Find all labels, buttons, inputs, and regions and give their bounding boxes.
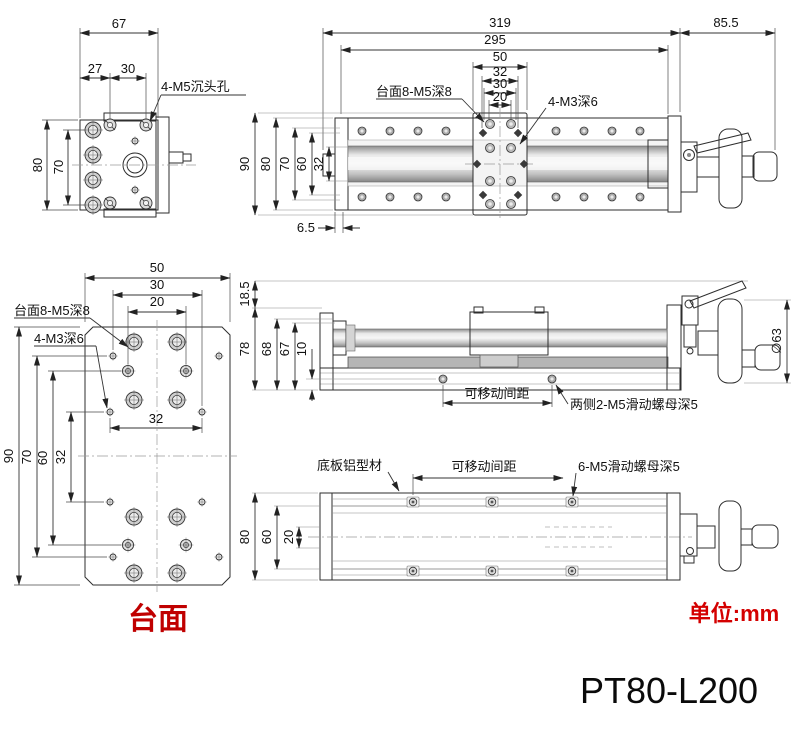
label-bottom-nuts: 6-M5滑动螺母深5	[578, 459, 680, 474]
dim-plate-20: 20	[150, 294, 164, 309]
dim-front-80: 80	[30, 158, 45, 172]
label-bottom-travel: 可移动间距	[451, 459, 516, 474]
small-hole	[129, 184, 141, 196]
dim-side-67: 67	[277, 342, 292, 356]
side-hole	[82, 194, 104, 216]
label-side-nuts: 两侧2-M5滑动螺母深5	[570, 397, 698, 412]
dim-plate-60: 60	[35, 451, 50, 465]
dim-top-32: 32	[493, 64, 507, 79]
label-m3-holes: 4-M3深6	[548, 94, 598, 109]
knob-bottom	[751, 524, 779, 549]
dim-front-width: 67	[112, 16, 126, 31]
dim-top-80: 80	[258, 157, 273, 171]
table-plate-view: 50 30 20 32 90 70 60 32 台面8-M5深8 4-M3深6	[1, 260, 237, 636]
small-hole	[129, 135, 141, 147]
slide-nut	[547, 374, 557, 384]
label-plate-m3-holes: 4-M3深6	[34, 331, 84, 346]
dim-top-319: 319	[489, 15, 511, 30]
dim-side-68: 68	[259, 342, 274, 356]
side-hole	[82, 169, 104, 191]
label-table-holes: 台面8-M5深8	[376, 84, 452, 99]
dim-front-27: 27	[88, 61, 102, 76]
dim-side-dia63: ∅63	[769, 328, 784, 354]
slide-nut	[485, 496, 499, 508]
right-end-plate	[667, 115, 682, 213]
dim-top-90: 90	[237, 157, 252, 171]
dim-front-30: 30	[121, 61, 135, 76]
label-side-travel: 可移动间距	[464, 386, 529, 401]
handwheel-bottom	[718, 500, 742, 572]
handwheel	[718, 128, 743, 209]
dim-plate-30: 30	[150, 277, 164, 292]
bottom-view: 80 60 20 底板铝型材 可移动间距 6-M5滑动螺母深5	[237, 458, 779, 581]
dim-plate-70: 70	[19, 450, 34, 464]
dim-side-10: 10	[294, 342, 309, 356]
dim-side-78: 78	[237, 342, 252, 356]
dim-top-295: 295	[484, 32, 506, 47]
dim-bottom-80: 80	[237, 530, 252, 544]
label-counterbore: 4-M5沉头孔	[161, 79, 230, 94]
dim-plate-90: 90	[1, 449, 16, 463]
side-hole	[82, 119, 104, 141]
countersunk-hole	[139, 196, 153, 210]
dim-top-20: 20	[493, 89, 507, 104]
front-view: 67 27 30 80 70 4-M5沉头孔	[30, 16, 246, 218]
top-view: 319 295 85.5 50 32 30 20 台面8-M5深8 4-M3深6…	[237, 15, 778, 235]
left-end-plate	[319, 312, 334, 391]
center-bore	[122, 152, 148, 178]
countersunk-hole	[103, 118, 117, 132]
slide-nut	[565, 565, 579, 577]
model-label: PT80-L200	[580, 670, 758, 711]
dim-plate-50: 50	[150, 260, 164, 275]
dim-top-32b: 32	[311, 157, 326, 171]
knob	[752, 151, 778, 182]
slide-nut	[565, 496, 579, 508]
dim-bottom-60: 60	[259, 530, 274, 544]
label-base-profile: 底板铝型材	[317, 458, 382, 473]
dim-top-50: 50	[493, 49, 507, 64]
dim-top-60: 60	[294, 157, 309, 171]
clamp-bracket-bottom	[679, 513, 698, 557]
handwheel-side	[717, 298, 743, 384]
dim-top-85-5: 85.5	[713, 15, 738, 30]
dim-top-70: 70	[277, 157, 292, 171]
motor-shaft	[168, 151, 184, 164]
slide-nut	[438, 374, 448, 384]
plate-caption: 台面	[128, 602, 188, 636]
slide-nut	[406, 496, 420, 508]
dim-side-18-5: 18.5	[237, 281, 252, 306]
countersunk-hole	[103, 196, 117, 210]
slide-nut	[485, 565, 499, 577]
dim-plate-32v: 32	[53, 450, 68, 464]
dim-top-30: 30	[493, 76, 507, 91]
leadscrew	[332, 328, 668, 348]
label-plate-table-holes: 台面8-M5深8	[14, 303, 90, 318]
right-end-plate	[666, 304, 682, 391]
clamp-lever	[693, 132, 752, 154]
dim-bottom-20: 20	[281, 530, 296, 544]
left-cap	[334, 117, 349, 211]
dim-plate-32h: 32	[149, 411, 163, 426]
dim-top-6-5: 6.5	[297, 220, 315, 235]
unit-label: 单位:mm	[689, 601, 779, 626]
dim-front-70: 70	[51, 160, 66, 174]
side-view: 18.5 78 68 67 10 ∅63 可移动间距 两侧2-M5滑动螺母深5	[237, 280, 791, 412]
side-hole	[82, 144, 104, 166]
knob-side	[754, 344, 781, 371]
slide-nut	[406, 565, 420, 577]
table-plate	[84, 326, 231, 586]
